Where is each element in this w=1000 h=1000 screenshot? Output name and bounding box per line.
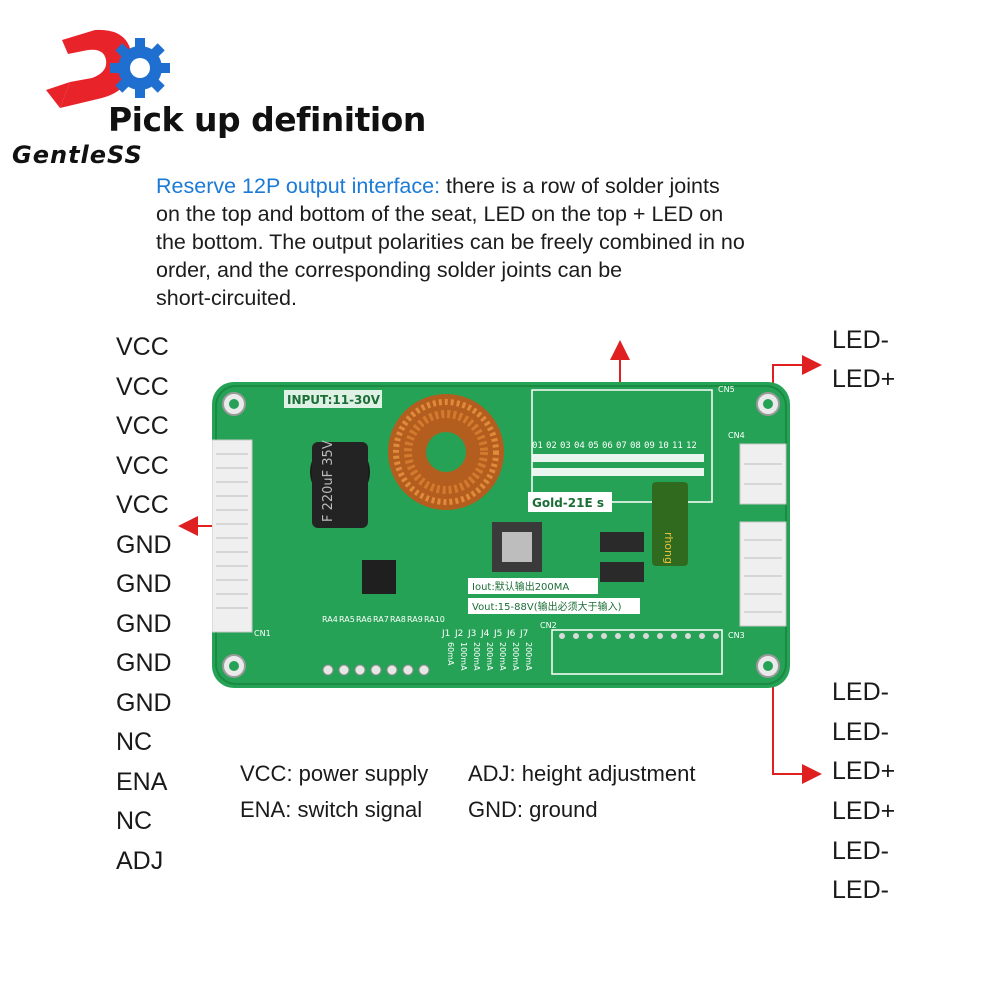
pin-label: LED+ [832,365,896,393]
svg-text:RA9: RA9 [407,615,423,624]
svg-text:CN5: CN5 [718,385,735,394]
description-line: order, and the corresponding solder join… [156,258,623,282]
pin-label: LED- [832,326,889,354]
legend-adj: ADJ: height adjustment [468,761,696,786]
svg-text:RA5: RA5 [339,615,355,624]
svg-text:CN4: CN4 [728,431,745,440]
svg-text:05: 05 [588,441,599,451]
pin-label: NC [116,728,153,756]
svg-text:RA6: RA6 [356,615,372,624]
svg-text:200mA: 200mA [524,642,533,671]
description: Reserve 12P output interface: there is a… [156,172,856,312]
pin-label: GND [116,688,172,717]
svg-text:J6: J6 [506,629,516,639]
pin-label: VCC [116,451,169,480]
description-highlight: Reserve 12P output interface: [156,174,441,198]
pin-label: LED- [832,876,889,905]
svg-text:04: 04 [574,441,585,451]
svg-text:10: 10 [658,441,669,451]
page-title: Pick up definition [108,100,426,139]
pin-label: GND [116,649,172,677]
pin-label: VCC [116,412,169,440]
svg-text:CN1: CN1 [254,629,271,638]
svg-text:CN2: CN2 [540,621,557,630]
current-table: 60mA 100mA 200mA 200mA 200mA 200mA 200mA [446,642,533,671]
svg-text:RA8: RA8 [390,615,406,624]
description-line: short-circuited. [156,286,297,310]
pin-label: GND [116,530,172,559]
svg-text:01: 01 [532,441,543,451]
connector-labels: CN1 CN2 CN3 CN4 CN5 [254,385,745,640]
jumper-table: J1 J2 J3 J4 J5 J6 J7 [441,629,528,639]
svg-text:200mA: 200mA [485,642,494,671]
pin-label: GND [116,570,172,598]
brand-name: GentleSS [12,141,143,169]
svg-text:J3: J3 [467,629,476,639]
description-line: there is a row of solder joints [440,174,720,198]
pin-label: ADJ [116,846,164,875]
input-pin-labels: VCC VCC VCC VCC VCC GND GND GND GND GND … [116,332,206,885]
led-driver-board: INPUT:11-30V F 220uF 35V 01 02 03 04 05 … [212,382,790,688]
svg-text:RA4: RA4 [322,615,338,624]
pin-label: VCC [116,333,169,361]
svg-text:12: 12 [686,441,697,451]
pin-label: LED+ [832,757,896,786]
iout-label: Iout:默认输出200MA [472,580,569,593]
brand-logo [46,29,170,109]
description-line: on the top and bottom of the seat, LED o… [156,202,724,226]
svg-text:60mA: 60mA [446,642,455,666]
svg-text:100mA: 100mA [459,642,468,671]
output-bottom-pin-labels: LED- LED- LED+ LED+ LED- LED- [832,677,895,915]
pin-label: NC [116,807,153,835]
pin-label: GND [116,609,172,638]
svg-text:200mA: 200mA [511,642,520,671]
pin-label: LED- [832,678,889,706]
capacitor2-label: rhong [662,532,675,564]
svg-text:11: 11 [672,441,683,451]
pin-label: VCC [116,372,169,401]
svg-text:J2: J2 [454,629,463,639]
resistor-labels: RA4 RA5 RA6 RA7 RA8 RA9 RA10 [322,615,445,624]
svg-text:200mA: 200mA [472,642,481,671]
svg-text:CN3: CN3 [728,631,745,640]
legend-vcc: VCC: power supply [240,761,429,786]
svg-text:08: 08 [630,441,641,451]
svg-text:03: 03 [560,441,571,451]
vout-label: Vout:15-88V(输出必须大于输入) [472,600,622,613]
svg-text:J1: J1 [441,629,450,639]
pin-label: LED- [832,717,889,746]
pin-label: LED+ [832,797,896,826]
output-top-pin-labels: LED- LED+ [832,325,895,403]
input-voltage-label: INPUT:11-30V [287,393,381,407]
svg-text:J7: J7 [519,629,528,639]
svg-text:RA10: RA10 [424,615,445,624]
svg-text:J5: J5 [493,629,502,639]
svg-text:06: 06 [602,441,613,451]
capacitor-label: F 220uF 35V [321,440,336,522]
pin-label: LED- [832,836,889,865]
svg-text:200mA: 200mA [498,642,507,671]
pin-number-grid: 01 02 03 04 05 06 07 08 09 10 11 12 [532,441,697,451]
svg-text:09: 09 [644,441,655,451]
svg-text:02: 02 [546,441,557,451]
pin-label: ENA [116,767,168,796]
model-label: Gold-21E s [532,496,604,510]
svg-text:J4: J4 [480,629,490,639]
description-line: the bottom. The output polarities can be… [156,230,745,254]
pin-label: VCC [116,491,169,519]
svg-text:RA7: RA7 [373,615,389,624]
legend-gnd: GND: ground [468,797,598,822]
svg-text:07: 07 [616,441,627,451]
legend-ena: ENA: switch signal [240,797,423,822]
